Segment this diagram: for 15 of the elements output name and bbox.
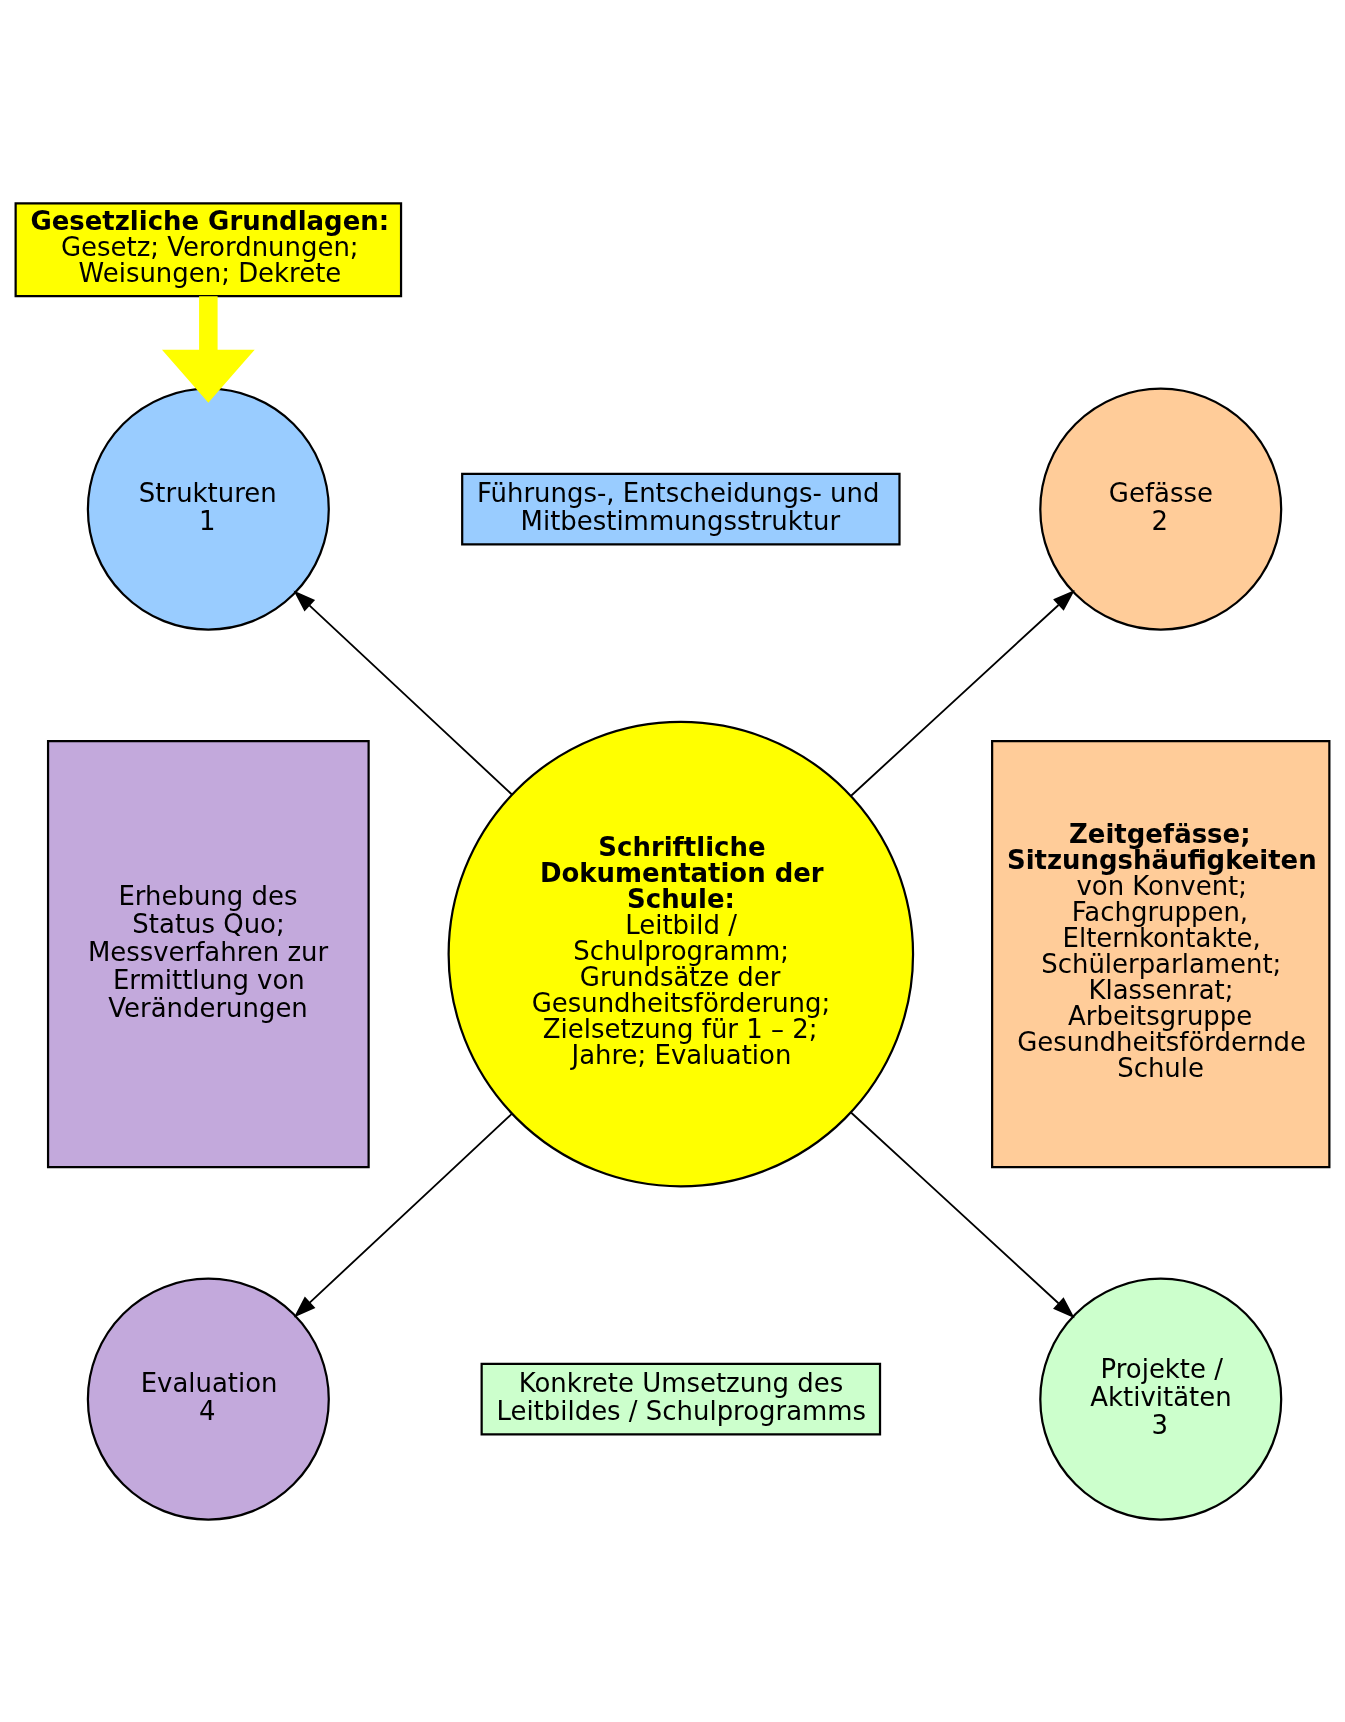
arrow bbox=[293, 1112, 514, 1317]
node-box: Konkrete Umsetzung des Leitbildes / Schulprogramms bbox=[480, 1362, 882, 1435]
node-box: Führungs-, Entscheidungs- und Mitbestimmungsstruktur bbox=[461, 472, 901, 545]
node-circle: Gefässe 2 bbox=[1039, 387, 1283, 631]
arrow bbox=[162, 295, 255, 403]
node-box: Zeitgefässe; Sitzungshäufigkeiten von Konvent; Fachgruppen, Elternkontakte, Schülerparlament; Klassenrat; Arbeitsgruppe Gesundheitsfördernde Schule bbox=[991, 739, 1331, 1168]
node-box: Gesetzliche Grundlagen: Gesetz; Verordnungen; Weisungen; Dekrete bbox=[14, 201, 403, 297]
node-circle: Schriftliche Dokumentation der Schule: Leitbild / Schulprogramm; Grundsätze der Gesundheitsförderung; Zielsetzung für 1 – 2; Jahre; Evaluation bbox=[447, 720, 915, 1187]
node-box: Erhebung des Status Quo; Messverfahren zur Ermittlung von Veränderungen bbox=[46, 739, 370, 1168]
arrow bbox=[849, 1110, 1075, 1318]
node-circle: Strukturen 1 bbox=[86, 387, 330, 631]
arrow bbox=[849, 589, 1075, 797]
node-circle: Projekte / Aktivitäten 3 bbox=[1039, 1277, 1283, 1521]
arrow bbox=[293, 590, 513, 795]
node-circle: Evaluation 4 bbox=[86, 1277, 330, 1521]
